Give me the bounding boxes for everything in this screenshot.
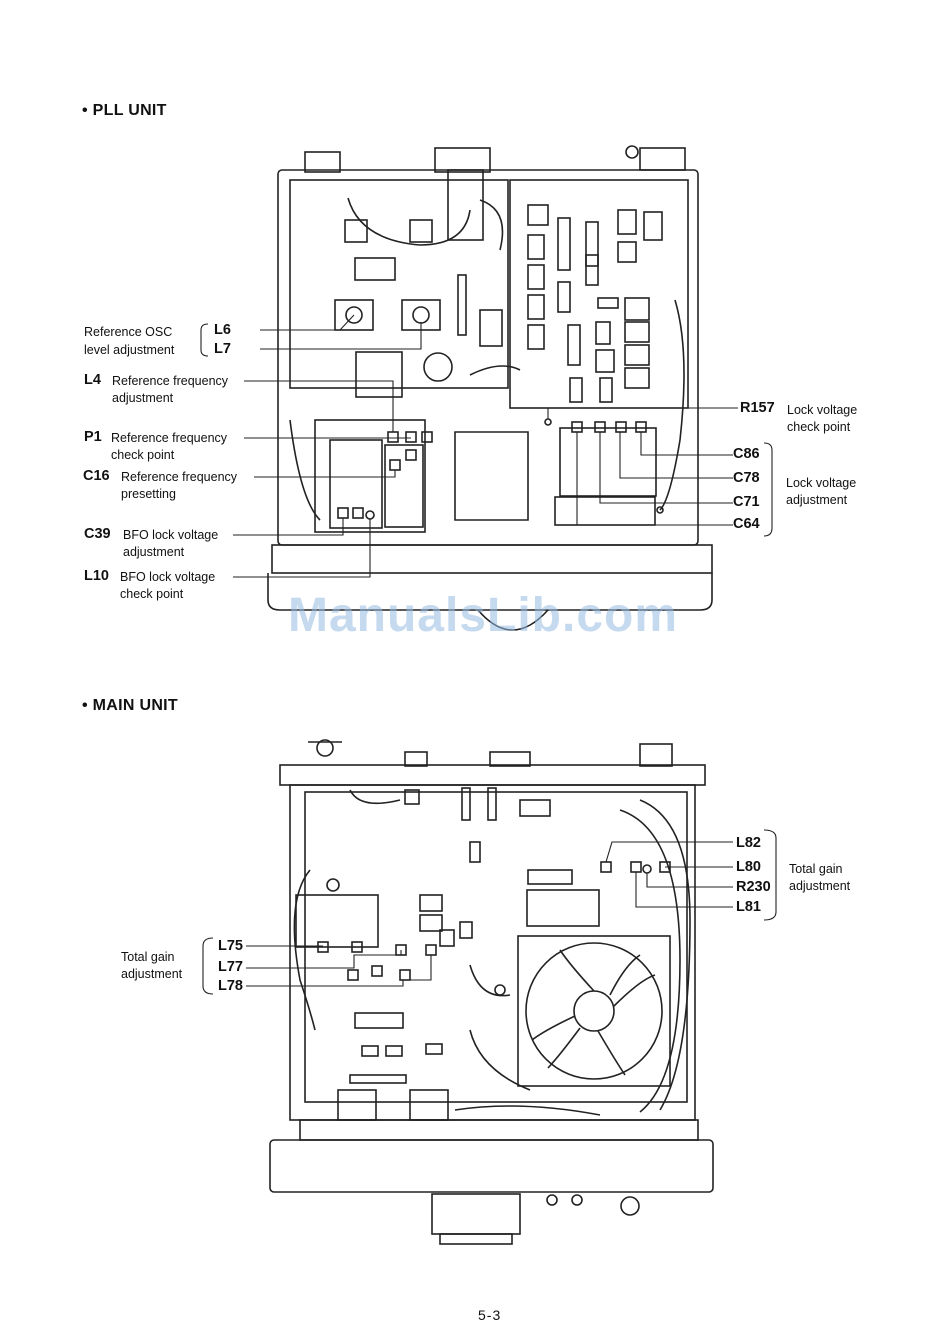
label-l6: L6 [214, 322, 231, 338]
label-l4: L4 [84, 372, 101, 388]
l4-desc-1: Reference frequency [112, 374, 229, 388]
label-c86: C86 [733, 446, 760, 462]
pll-unit-title: • PLL UNIT [82, 102, 167, 119]
label-l80: L80 [736, 859, 761, 875]
label-c78: C78 [733, 470, 760, 486]
main-unit-drawing [269, 739, 714, 1245]
lock-adj-desc-2: adjustment [786, 493, 848, 507]
label-r157: R157 [740, 400, 775, 416]
pll-leader-lines [200, 314, 773, 578]
main-gain-right-1: Total gain [789, 862, 843, 876]
main-unit-title: • MAIN UNIT [82, 697, 179, 714]
l4-desc-2: adjustment [112, 391, 174, 405]
label-c16: C16 [83, 468, 110, 484]
label-l77: L77 [218, 959, 243, 975]
main-leader-lines [202, 829, 777, 995]
lock-adj-desc-1: Lock voltage [786, 476, 857, 490]
label-p1: P1 [84, 429, 102, 445]
p1-desc-1: Reference frequency [111, 431, 228, 445]
l10-desc-2: check point [120, 587, 184, 601]
l10-desc-1: BFO lock voltage [120, 570, 216, 584]
watermark: ManualsLib.com [287, 589, 679, 642]
r157-desc-2: check point [787, 420, 851, 434]
label-c64: C64 [733, 516, 760, 532]
main-gain-left-1: Total gain [121, 950, 175, 964]
label-l78: L78 [218, 978, 243, 994]
c16-desc-1: Reference frequency [121, 470, 238, 484]
main-gain-right-2: adjustment [789, 879, 851, 893]
label-l7: L7 [214, 341, 231, 357]
c39-desc-1: BFO lock voltage [123, 528, 219, 542]
c39-desc-2: adjustment [123, 545, 185, 559]
label-c71: C71 [733, 494, 760, 510]
page-number: 5-3 [478, 1307, 502, 1323]
label-l81: L81 [736, 899, 761, 915]
pll-unit-drawing [267, 145, 713, 631]
label-r230: R230 [736, 879, 771, 895]
label-l82: L82 [736, 835, 761, 851]
label-l10: L10 [84, 568, 109, 584]
c16-desc-2: presetting [121, 487, 176, 501]
ref-osc-label-2: level adjustment [84, 343, 175, 357]
label-l75: L75 [218, 938, 243, 954]
ref-osc-label-1: Reference OSC [84, 325, 173, 339]
label-c39: C39 [84, 526, 111, 542]
main-gain-left-2: adjustment [121, 967, 183, 981]
p1-desc-2: check point [111, 448, 175, 462]
r157-desc-1: Lock voltage [787, 403, 858, 417]
